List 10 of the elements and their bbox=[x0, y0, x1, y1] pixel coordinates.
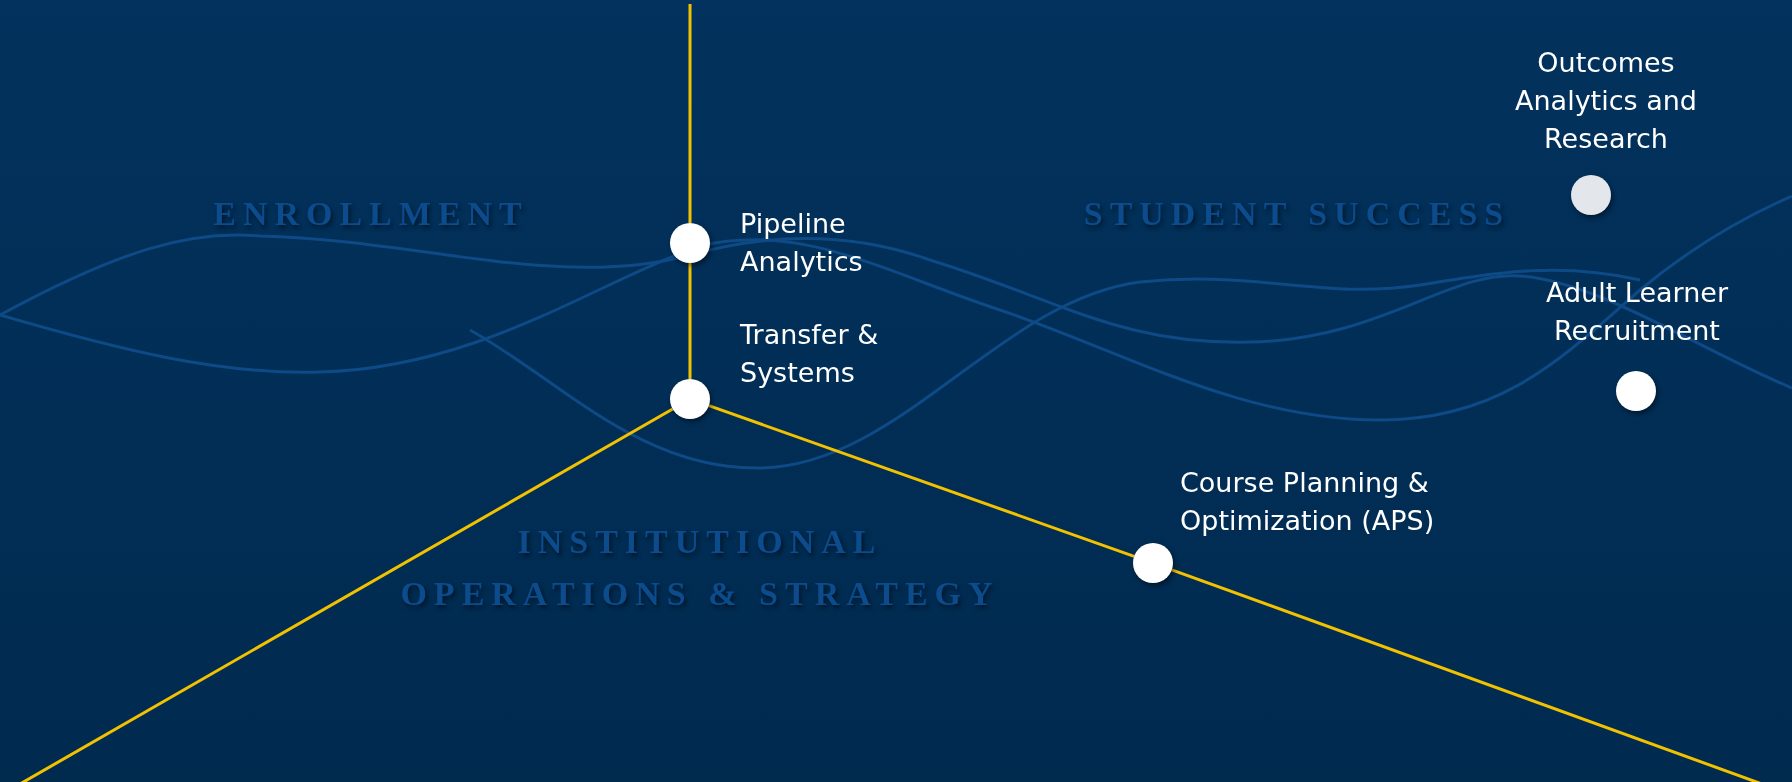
connector-line bbox=[688, 263, 692, 379]
node-caption: Pipeline Analytics bbox=[740, 207, 864, 279]
connector-line bbox=[688, 4, 692, 223]
section-heading: INSTITUTIONAL OPERATIONS & STRATEGY bbox=[399, 522, 1001, 614]
node-caption: Course Planning & Optimization (APS) bbox=[1180, 466, 1436, 538]
node-caption: Transfer & Systems bbox=[740, 318, 880, 390]
node-caption: Adult Learner Recruitment bbox=[1544, 276, 1730, 348]
node-caption: Outcomes Analytics and Research bbox=[1514, 46, 1698, 156]
connector-line bbox=[708, 404, 1135, 558]
connector-line bbox=[19, 407, 674, 782]
